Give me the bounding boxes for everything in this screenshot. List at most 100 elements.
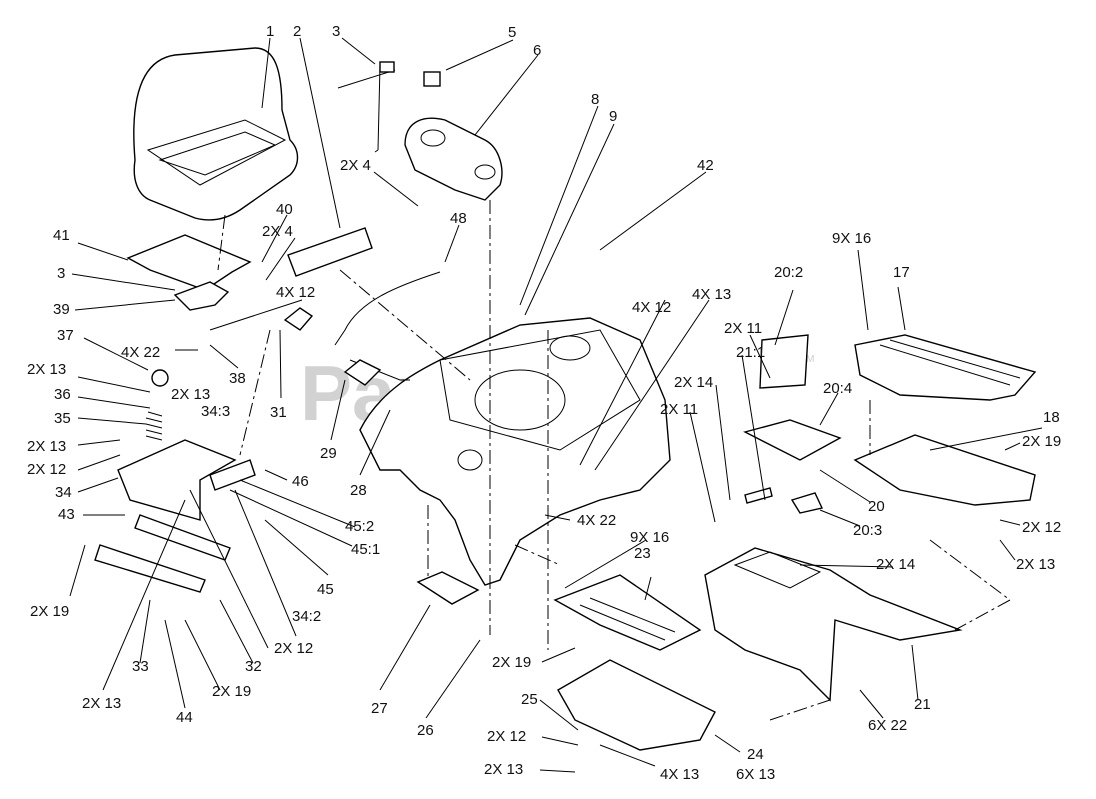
callout-5: 5 (508, 24, 516, 41)
callout-33: 33 (132, 658, 149, 675)
bracket-31-part[interactable] (283, 307, 314, 331)
decal-part[interactable] (287, 227, 373, 277)
callout-38: 38 (229, 370, 246, 387)
callout-4x13-b: 4X 13 (660, 766, 699, 783)
cable-part[interactable] (337, 61, 396, 153)
callout-24: 24 (747, 746, 764, 763)
callout-2x11-a: 2X 11 (724, 320, 762, 337)
fender-21-part[interactable] (704, 547, 963, 702)
callout-labels: 1 2 3 5 6 8 9 42 2X 4 40 2X 4 48 41 3 39… (27, 23, 1061, 783)
callout-26: 26 (417, 722, 434, 739)
callout-45: 45 (317, 581, 334, 598)
callout-46: 46 (292, 473, 309, 490)
callout-6x22: 6X 22 (868, 717, 907, 734)
callout-20-3: 20:3 (853, 522, 882, 539)
callout-4x22-a: 4X 22 (121, 344, 160, 361)
callout-45-1: 45:1 (351, 541, 380, 558)
pedal-assembly-part[interactable] (117, 439, 256, 521)
callout-4x12-a: 4X 12 (276, 284, 315, 301)
callout-20: 20 (868, 498, 885, 515)
seat-plate-part[interactable] (126, 234, 252, 291)
callout-27: 27 (371, 700, 388, 717)
callout-2x19-c: 2X 19 (492, 654, 531, 671)
callout-4x12-b: 4X 12 (632, 299, 671, 316)
callout-4x22-b: 4X 22 (577, 512, 616, 529)
assembly-lines (217, 200, 1011, 721)
callout-45-2: 45:2 (345, 518, 374, 535)
strip-21-1-part[interactable] (744, 487, 773, 504)
callout-28: 28 (350, 482, 367, 499)
callout-32: 32 (245, 658, 262, 675)
callout-9x16-a: 9X 16 (630, 529, 669, 546)
callout-20-2: 20:2 (774, 264, 803, 281)
callout-2x14-a: 2X 14 (674, 374, 713, 391)
decal-20-2-part[interactable] (759, 334, 809, 389)
seat-part[interactable] (133, 47, 299, 221)
callout-21-1: 21:1 (736, 344, 765, 361)
callout-2x19-a: 2X 19 (30, 603, 69, 620)
leader-lines (69, 37, 1043, 773)
lever-part[interactable] (94, 514, 231, 593)
console-part[interactable] (404, 117, 503, 201)
bracket-20-3-part[interactable] (790, 492, 824, 514)
floor-mat-23-part[interactable] (553, 574, 702, 651)
spring-part[interactable] (145, 411, 163, 441)
callout-2x12-d: 2X 12 (1022, 519, 1061, 536)
callout-41: 41 (53, 227, 70, 244)
callout-37: 37 (57, 327, 74, 344)
callout-29: 29 (320, 445, 337, 462)
callout-2x13-a: 2X 13 (27, 361, 66, 378)
callout-2x4-b: 2X 4 (262, 223, 293, 240)
callout-2x19-b: 2X 19 (212, 683, 251, 700)
hood-body-part[interactable] (359, 317, 671, 586)
callout-8: 8 (591, 91, 599, 108)
plate-27-part[interactable] (416, 571, 480, 605)
plate-18-part[interactable] (853, 434, 1036, 506)
seat-bracket-part[interactable] (173, 281, 230, 311)
callout-43: 43 (58, 506, 75, 523)
callout-42: 42 (697, 157, 714, 174)
callout-9: 9 (609, 108, 617, 125)
callout-2x13-f: 2X 13 (1016, 556, 1055, 573)
callout-39: 39 (53, 301, 70, 318)
callout-25: 25 (521, 691, 538, 708)
callout-2x13-b: 2X 13 (171, 386, 210, 403)
floor-mat-17-part[interactable] (854, 334, 1037, 401)
callout-18: 18 (1043, 409, 1060, 426)
callout-2x12-a: 2X 12 (27, 461, 66, 478)
switch-part[interactable] (423, 71, 441, 87)
callout-2x12-c: 2X 12 (487, 728, 526, 745)
callout-4x13-a: 4X 13 (692, 286, 731, 303)
callout-9x16-b: 9X 16 (832, 230, 871, 247)
callout-17: 17 (893, 264, 910, 281)
callout-3b: 3 (57, 265, 65, 282)
callout-2x13-d: 2X 13 (82, 695, 121, 712)
callout-34: 34 (55, 484, 72, 501)
bracket-29-part[interactable] (343, 359, 382, 386)
callout-2x4-a: 2X 4 (340, 157, 371, 174)
callout-3: 3 (332, 23, 340, 40)
callout-40: 40 (276, 201, 293, 218)
callout-1: 1 (266, 23, 274, 40)
callout-2x13-e: 2X 13 (484, 761, 523, 778)
callout-2x11-b: 2X 11 (660, 401, 698, 418)
callout-23: 23 (634, 545, 651, 562)
footrest-24-part[interactable] (557, 659, 716, 751)
callout-44: 44 (176, 709, 193, 726)
knob-part[interactable] (151, 369, 169, 387)
callout-2x19-d: 2X 19 (1022, 433, 1061, 450)
callout-2x12-b: 2X 12 (274, 640, 313, 657)
callout-6x13: 6X 13 (736, 766, 775, 783)
callout-2x13-c: 2X 13 (27, 438, 66, 455)
callout-34-3: 34:3 (201, 403, 230, 420)
panel-20-part[interactable] (743, 419, 842, 461)
callout-6: 6 (533, 42, 541, 59)
callout-35: 35 (54, 410, 71, 427)
callout-21: 21 (914, 696, 931, 713)
callout-2x14-b: 2X 14 (876, 556, 915, 573)
callout-34-2: 34:2 (292, 608, 321, 625)
callout-20-4: 20:4 (823, 380, 852, 397)
callout-48: 48 (450, 210, 467, 227)
